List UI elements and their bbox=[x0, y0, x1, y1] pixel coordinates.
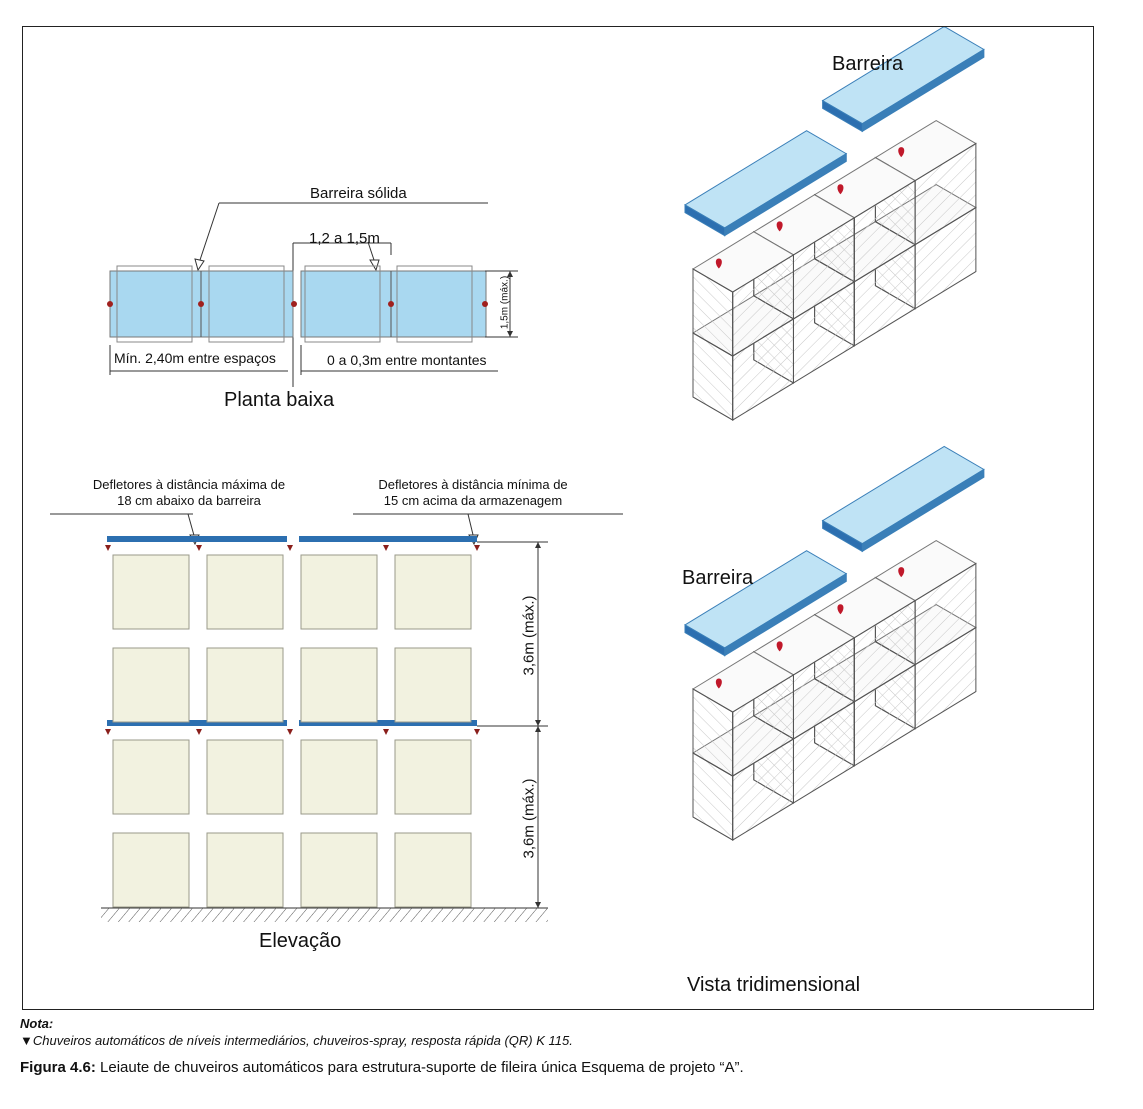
iso-sprinkler-marker bbox=[898, 147, 905, 158]
three-d-view-drawing bbox=[684, 27, 985, 841]
spacing-label: 1,2 a 1,5m bbox=[309, 230, 380, 247]
iso-sprinkler-marker bbox=[715, 678, 722, 689]
iso-sprinkler-marker bbox=[715, 258, 722, 269]
three-d-view-title: Vista tridimensional bbox=[687, 974, 861, 996]
note-title: Nota: bbox=[20, 1016, 54, 1031]
iso-barrier-edge bbox=[822, 99, 863, 133]
figure-caption: Figura 4.6: Leiaute de chuveiros automát… bbox=[20, 1059, 744, 1076]
diagram-drawing bbox=[50, 27, 985, 922]
barrier-top-label: Barreira bbox=[832, 53, 904, 75]
iso-sprinkler-marker bbox=[776, 641, 783, 652]
caption-label: Figura 4.6: bbox=[20, 1059, 96, 1076]
min-distance-label: Mín. 2,40m entre espaços bbox=[114, 350, 276, 366]
iso-barrier-edge bbox=[684, 204, 726, 237]
caption-text: Leiaute de chuveiros automáticos para es… bbox=[100, 1059, 744, 1076]
uprights-distance-label: 0 a 0,3m entre montantes bbox=[327, 352, 487, 368]
iso-sprinkler-marker bbox=[898, 567, 905, 578]
figure-frame: Barreira sólida 1,2 a 1,5m 1,5m (máx.) M… bbox=[22, 26, 1094, 1010]
height-bottom-label: 3,6m (máx.) bbox=[520, 778, 538, 859]
plan-view-drawing bbox=[107, 202, 518, 387]
iso-barrier-edge bbox=[684, 624, 726, 657]
iso-sprinkler-marker bbox=[837, 604, 844, 615]
iso-sprinkler-marker bbox=[776, 221, 783, 232]
elevation-view-drawing bbox=[50, 513, 623, 922]
solid-barrier-label: Barreira sólida bbox=[310, 185, 407, 202]
deflector-min-note: Defletores à distância mínima de 15 cm a… bbox=[378, 477, 568, 508]
iso-sprinkler-marker bbox=[837, 184, 844, 195]
plan-view-title: Planta baixa bbox=[224, 389, 335, 411]
note-text: ▼Chuveiros automáticos de níveis interme… bbox=[20, 1033, 573, 1048]
deflector-max-note: Defletores à distância máxima de 18 cm a… bbox=[92, 477, 286, 508]
height-top-label: 3,6m (máx.) bbox=[520, 595, 538, 676]
elevation-title: Elevação bbox=[259, 930, 342, 952]
iso-barrier-edge bbox=[822, 519, 863, 553]
barrier-bottom-label: Barreira bbox=[682, 567, 754, 589]
iso-barrier-top bbox=[821, 445, 985, 545]
max-width-label: 1,5m (máx.) bbox=[499, 275, 511, 330]
